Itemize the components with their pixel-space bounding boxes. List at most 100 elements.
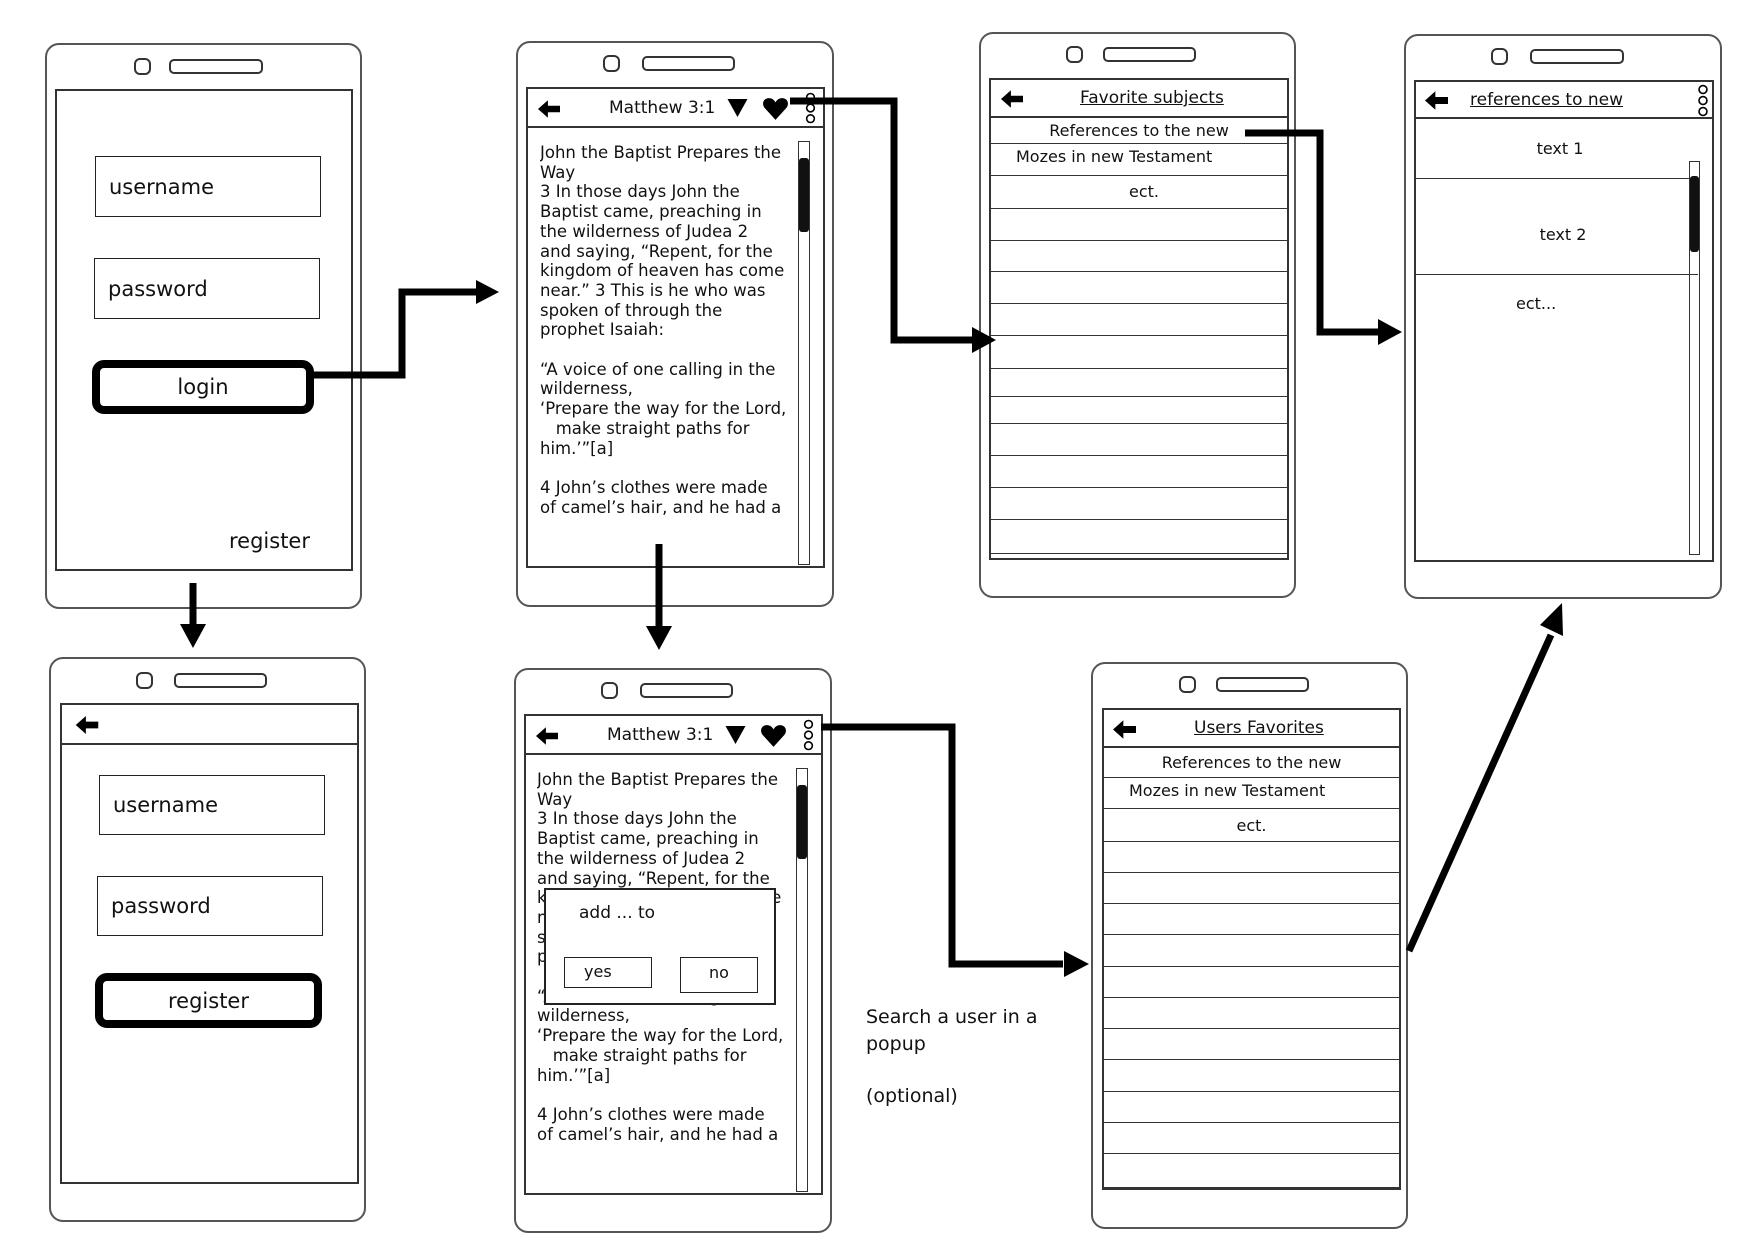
list-item[interactable] xyxy=(1104,1029,1399,1060)
back-arrow-icon[interactable] xyxy=(536,726,558,746)
more-vertical-icon[interactable] xyxy=(803,719,814,751)
add-to-popup: add ... to yes no xyxy=(544,888,776,1005)
back-arrow-icon[interactable] xyxy=(70,716,104,734)
verse-text: John the Baptist Prepares the Way 3 In t… xyxy=(540,143,787,517)
list-item[interactable]: ect... xyxy=(1516,294,1557,313)
camera-icon xyxy=(1066,46,1083,63)
camera-icon xyxy=(134,58,151,75)
list-item[interactable]: Mozes in new Testament xyxy=(991,144,1287,176)
speaker-icon xyxy=(1530,49,1624,64)
camera-icon xyxy=(601,682,618,699)
search-note: Search a user in a popup xyxy=(866,1006,1038,1055)
dropdown-triangle-icon[interactable] xyxy=(727,99,748,117)
reader-header: Matthew 3:1 xyxy=(526,716,821,755)
list-item[interactable]: References to the new xyxy=(1104,748,1399,778)
arrow-menu-to-users-favorites xyxy=(821,723,1063,968)
list-item[interactable] xyxy=(1104,1154,1399,1188)
list-item[interactable] xyxy=(991,336,1287,369)
list-item[interactable] xyxy=(991,520,1287,554)
favorites-phone: Favorite subjects References to the new … xyxy=(979,32,1296,598)
password-field[interactable]: password xyxy=(94,258,320,319)
register-phone: username password register xyxy=(49,657,366,1222)
users-favorites-phone: Users Favorites References to the new Mo… xyxy=(1091,662,1408,1229)
login-button[interactable]: login xyxy=(92,360,314,414)
list-item[interactable]: ect. xyxy=(991,176,1287,209)
register-screen: username password register xyxy=(60,703,359,1184)
scrollbar-thumb[interactable] xyxy=(797,785,807,859)
password-field[interactable]: password xyxy=(97,876,323,936)
list-item[interactable] xyxy=(991,272,1287,304)
login-screen: username password login register xyxy=(55,89,353,571)
list-item[interactable] xyxy=(991,369,1287,397)
list-item[interactable] xyxy=(1104,998,1399,1029)
back-arrow-icon[interactable] xyxy=(1113,720,1136,739)
list-item[interactable]: References to the new xyxy=(991,118,1287,144)
scrollbar-thumb[interactable] xyxy=(799,158,809,232)
ellipsis-marks xyxy=(516,1238,834,1242)
yes-button[interactable]: yes xyxy=(564,957,652,988)
list-item[interactable] xyxy=(991,488,1287,520)
heart-icon[interactable] xyxy=(760,97,791,121)
scrollbar[interactable] xyxy=(798,141,810,565)
scrollbar-thumb[interactable] xyxy=(1690,176,1699,252)
register-link[interactable]: register xyxy=(229,529,310,553)
list-item[interactable] xyxy=(991,241,1287,272)
speaker-icon xyxy=(642,56,735,71)
camera-icon xyxy=(1491,48,1508,65)
register-header xyxy=(62,705,357,745)
list-item[interactable] xyxy=(1104,873,1399,904)
username-field[interactable]: username xyxy=(99,775,325,835)
list-item[interactable] xyxy=(1104,935,1399,967)
scrollbar[interactable] xyxy=(796,768,808,1192)
back-arrow-icon[interactable] xyxy=(538,99,560,119)
list-item[interactable] xyxy=(1104,1123,1399,1154)
camera-icon xyxy=(136,672,153,689)
list-item[interactable]: text 2 xyxy=(1416,179,1698,275)
list-item[interactable] xyxy=(991,456,1287,488)
list-item[interactable] xyxy=(1104,1092,1399,1123)
speaker-icon xyxy=(174,673,267,688)
list-item[interactable]: Mozes in new Testament xyxy=(1104,778,1399,809)
reader-screen: Matthew 3:1 John the Baptist Prepares th… xyxy=(526,87,825,568)
speaker-icon xyxy=(640,683,733,698)
list-item[interactable] xyxy=(1104,1060,1399,1092)
list-item[interactable] xyxy=(1104,842,1399,873)
list-item[interactable]: text 1 xyxy=(1416,119,1698,179)
username-field[interactable]: username xyxy=(95,156,321,217)
no-button[interactable]: no xyxy=(680,957,758,993)
users-favorites-title: Users Favorites xyxy=(1194,718,1324,738)
scrollbar[interactable] xyxy=(1689,161,1700,555)
speaker-icon xyxy=(169,59,263,74)
camera-icon xyxy=(603,55,620,72)
list-item[interactable] xyxy=(991,209,1287,241)
favorites-screen: Favorite subjects References to the new … xyxy=(989,78,1289,560)
popup-prompt: add ... to xyxy=(579,903,656,923)
users-favorites-screen: Users Favorites References to the new Mo… xyxy=(1102,708,1401,1190)
list-item[interactable] xyxy=(1104,904,1399,935)
list-item[interactable] xyxy=(991,397,1287,424)
list-item[interactable] xyxy=(991,424,1287,456)
users-favorites-header: Users Favorites xyxy=(1104,710,1399,748)
speaker-icon xyxy=(1216,677,1309,692)
more-vertical-icon[interactable] xyxy=(1697,84,1709,117)
references-title: references to new xyxy=(1470,90,1624,110)
reader-phone: Matthew 3:1 John the Baptist Prepares th… xyxy=(516,41,834,607)
list-item[interactable] xyxy=(1104,967,1399,998)
references-phone: references to new text 1 text 2 ect... xyxy=(1404,34,1722,599)
more-vertical-icon[interactable] xyxy=(805,92,816,124)
verse-reference: Matthew 3:1 xyxy=(609,98,716,118)
dropdown-triangle-icon[interactable] xyxy=(725,726,746,744)
reader-popup-phone: Matthew 3:1 John the Baptist Prepares th… xyxy=(514,668,832,1233)
references-screen: references to new text 1 text 2 ect... xyxy=(1414,80,1714,562)
list-item[interactable]: ect. xyxy=(1104,809,1399,842)
register-button[interactable]: register xyxy=(95,973,322,1028)
verse-reference: Matthew 3:1 xyxy=(607,725,714,745)
back-arrow-icon[interactable] xyxy=(1001,89,1023,109)
list-item[interactable] xyxy=(991,304,1287,336)
references-header: references to new xyxy=(1416,82,1712,119)
optional-note: (optional) xyxy=(866,1085,958,1107)
speaker-icon xyxy=(1103,47,1196,62)
heart-icon[interactable] xyxy=(758,724,789,748)
reader-popup-screen: Matthew 3:1 John the Baptist Prepares th… xyxy=(524,714,823,1195)
back-arrow-icon[interactable] xyxy=(1425,90,1448,111)
